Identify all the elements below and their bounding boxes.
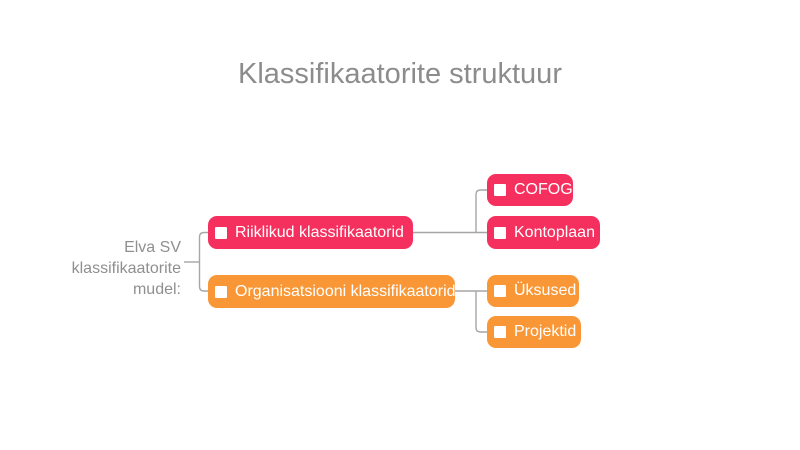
node-riiklikud-klassifikaatorid: Riiklikud klassifikaatorid [208,216,413,249]
node-label: COFOG [514,181,573,198]
slide-title: Klassifikaatorite struktuur [238,58,562,90]
pink-branch-up-connector [475,189,487,233]
bullet-square-icon [494,184,506,196]
node-cofog: COFOG [487,174,573,206]
node-label: Organisatsiooni klassifikaatorid [235,282,456,300]
root-label-line-3: mudel: [132,281,181,298]
bullet-square-icon [494,326,506,338]
node-kontoplaan: Kontoplaan [487,216,600,249]
bullet-square-icon [215,285,227,298]
node-label: Üksused [514,282,577,299]
root-label-line-2: klassifikaatorite [71,260,181,277]
root-label-line-1: Elva SV [124,239,181,256]
node-label: Kontoplaan [514,223,595,241]
bullet-square-icon [494,226,506,239]
diagram-root-label: Elva SV klassifikaatorite mudel: [0,237,181,300]
node-label: Projektid [514,323,577,340]
bullet-square-icon [215,226,227,239]
node-label: Riiklikud klassifikaatorid [235,223,404,241]
root-bracket-connector [198,231,208,292]
node-uksused: Üksused [487,275,579,307]
node-projektid: Projektid [487,316,581,348]
node-organisatsiooni-klassifikaatorid: Organisatsiooni klassifikaatorid [208,275,456,308]
orange-branch-down-connector [475,291,487,333]
bullet-square-icon [494,285,506,297]
